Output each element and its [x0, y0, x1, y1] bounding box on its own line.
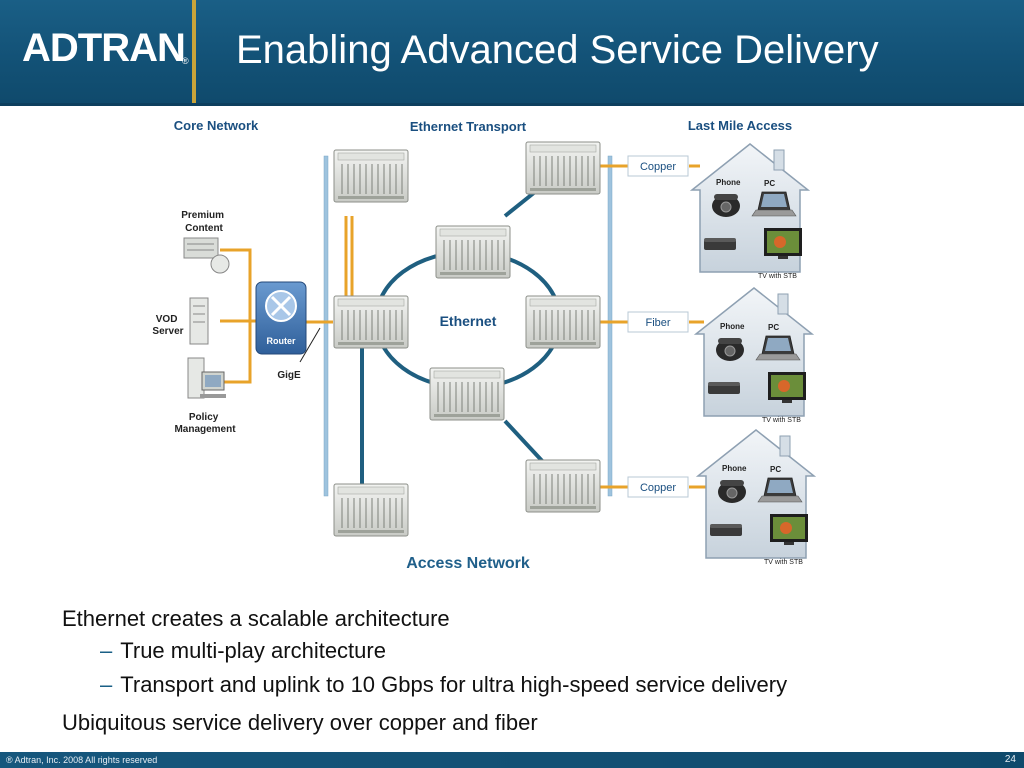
policy-management-server-icon — [187, 357, 226, 399]
section-ethernet-transport: Ethernet Transport — [410, 119, 527, 134]
svg-text:TV with STB: TV with STB — [762, 417, 801, 424]
section-core-network: Core Network — [174, 118, 259, 133]
bullet-sub-2-text: Transport and uplink to 10 Gbps for ultr… — [120, 672, 788, 697]
set-top-box-icon — [710, 524, 742, 536]
svg-text:TV with STB: TV with STB — [764, 559, 803, 566]
gige-label: GigE — [277, 370, 301, 381]
vod-server-icon — [189, 297, 209, 345]
router-icon — [255, 281, 307, 355]
vod-server-label: VOD Server — [152, 314, 183, 337]
core-shelf-mid — [333, 295, 409, 349]
link-label-fiber: Fiber — [627, 311, 689, 333]
bullet-list: Ethernet creates a scalable architecture… — [62, 604, 1002, 738]
access-shelf-bottom — [525, 459, 601, 513]
bullet-sub-2: –Transport and uplink to 10 Gbps for ult… — [62, 668, 1002, 702]
set-top-box-icon — [704, 238, 736, 250]
home-1: Phone PC TV with STB — [691, 143, 809, 280]
gige-links — [220, 164, 706, 489]
set-top-box-icon — [708, 382, 740, 394]
policy-management-label: Policy Management — [174, 412, 236, 435]
ring-shelf-top — [435, 225, 511, 279]
bullet-main-1: Ethernet creates a scalable architecture — [62, 606, 450, 631]
slide-title: Enabling Advanced Service Delivery — [236, 28, 879, 72]
premium-content-label: Premium Content — [181, 210, 227, 234]
logo-text: ADTRAN — [22, 26, 186, 70]
link-label-copper-bottom: Copper — [627, 476, 689, 498]
dash-glyph: – — [100, 638, 113, 663]
access-shelf-top — [525, 141, 601, 195]
svg-text:PC: PC — [764, 179, 775, 188]
header-divider — [192, 0, 196, 103]
dash-glyph: – — [100, 672, 113, 697]
footer-copyright: ® Adtran, Inc. 2008 All rights reserved — [6, 755, 158, 765]
router-label: Router — [267, 336, 296, 346]
bullet-sub-1-text: True multi-play architecture — [120, 638, 386, 663]
footer-bar: ® Adtran, Inc. 2008 All rights reserved … — [0, 752, 1024, 768]
tv-icon — [764, 228, 802, 259]
core-access-bar — [323, 155, 329, 497]
ethernet-label: Ethernet — [440, 313, 497, 329]
link-label-copper-top: Copper — [627, 155, 689, 177]
svg-text:Phone: Phone — [722, 464, 747, 473]
tv-icon — [770, 514, 808, 545]
core-shelf-bottom — [333, 483, 409, 537]
network-diagram: Core Network Ethernet Transport Last Mil… — [152, 118, 815, 572]
adtran-logo: ADTRAN ® — [22, 26, 189, 76]
svg-text:PC: PC — [770, 465, 781, 474]
tv-icon — [768, 372, 806, 403]
logo-registered-mark: ® — [182, 56, 189, 66]
home-2: Phone PC TV with STB — [695, 287, 813, 424]
bullet-sub-1: –True multi-play architecture — [62, 634, 1002, 668]
svg-text:TV with STB: TV with STB — [758, 273, 797, 280]
gige-pointer — [299, 327, 321, 363]
bullet-main-2: Ubiquitous service delivery over copper … — [62, 710, 538, 735]
phone-icon — [717, 479, 747, 504]
phone-icon — [711, 193, 741, 218]
home-3: Phone PC TV with STB — [697, 429, 815, 566]
header-bar: ADTRAN ® Enabling Advanced Service Deliv… — [0, 0, 1024, 103]
svg-text:Copper: Copper — [640, 161, 676, 173]
svg-text:PC: PC — [768, 323, 779, 332]
phone-icon — [715, 337, 745, 362]
core-shelf-top — [333, 149, 409, 203]
section-last-mile-access: Last Mile Access — [688, 118, 792, 133]
premium-content-server-icon — [183, 237, 230, 274]
transport-access-bar — [607, 155, 613, 497]
svg-text:Phone: Phone — [716, 178, 741, 187]
access-shelf-mid — [525, 295, 601, 349]
access-network-label: Access Network — [406, 555, 530, 572]
svg-text:Copper: Copper — [640, 482, 676, 494]
svg-text:Fiber: Fiber — [645, 317, 670, 329]
ring-shelf-bottom — [429, 367, 505, 421]
svg-text:Phone: Phone — [720, 322, 745, 331]
page-number: 24 — [1004, 754, 1016, 765]
header-underline — [0, 103, 1024, 106]
